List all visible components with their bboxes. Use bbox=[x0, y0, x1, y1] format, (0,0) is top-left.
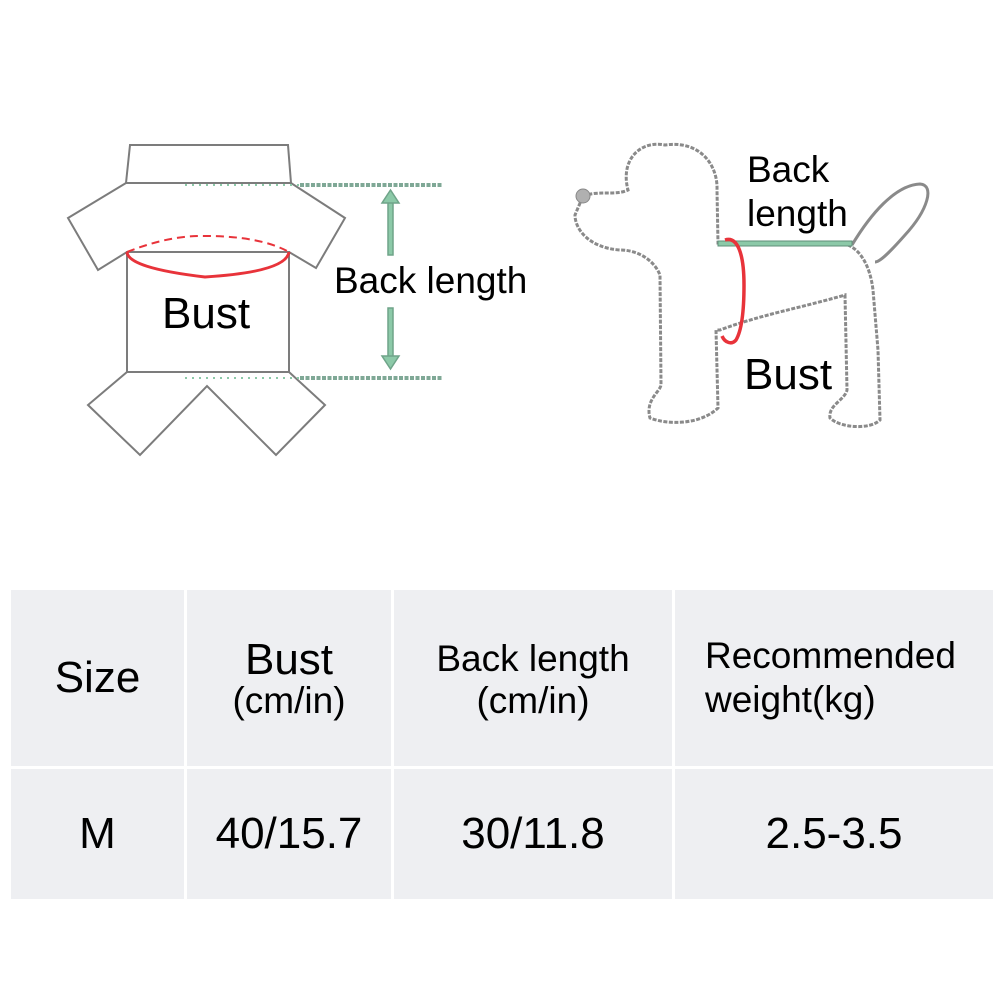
header-cell-back-length: Back length (cm/in) bbox=[394, 590, 672, 766]
dog-back-length-line bbox=[717, 240, 853, 247]
dog-outline bbox=[573, 142, 882, 428]
dog-nose bbox=[575, 188, 591, 204]
measurement-illustration: Bust Back length Back length Bust bbox=[66, 142, 930, 457]
header-weight-unit: weight(kg) bbox=[705, 679, 876, 720]
shirt-bust-back bbox=[126, 234, 290, 253]
shirt-bust-front bbox=[125, 251, 291, 279]
dog-tail bbox=[850, 182, 930, 264]
back-length-arrow bbox=[380, 188, 401, 371]
header-size-label: Size bbox=[54, 653, 141, 702]
cell-weight: 2.5-3.5 bbox=[765, 809, 903, 858]
dog-back-label-line2: length bbox=[747, 193, 848, 234]
header-cell-weight: Recommended weight(kg) bbox=[675, 590, 993, 766]
header-cell-bust: Bust (cm/in) bbox=[187, 590, 391, 766]
shirt-bust-label: Bust bbox=[162, 289, 251, 338]
dog-back-label-line1: Back bbox=[747, 149, 830, 190]
diagram-drawing bbox=[66, 142, 930, 457]
header-bust-label: Bust bbox=[244, 634, 334, 684]
cell-back-length: 30/11.8 bbox=[461, 809, 605, 858]
header-back-length-unit: (cm/in) bbox=[476, 679, 590, 721]
table-row-m-back-length: 30/11.8 bbox=[394, 769, 672, 899]
cell-bust: 40/15.7 bbox=[215, 809, 363, 858]
header-weight-label: Recommended bbox=[705, 634, 956, 676]
shirt-back-length-label: Back length bbox=[334, 260, 528, 301]
table-row-m-size: M bbox=[11, 769, 184, 899]
table-row-m-bust: 40/15.7 bbox=[187, 769, 391, 899]
cell-size: M bbox=[79, 809, 116, 858]
dog-bust-label: Bust bbox=[744, 350, 833, 399]
shirt-outline bbox=[66, 144, 347, 457]
header-cell-size: Size bbox=[11, 590, 184, 766]
header-back-length-label: Back length bbox=[436, 638, 630, 680]
table-row-m-weight: 2.5-3.5 bbox=[675, 769, 993, 899]
dog-bust-ring bbox=[720, 237, 746, 345]
header-bust-unit: (cm/in) bbox=[232, 679, 346, 721]
